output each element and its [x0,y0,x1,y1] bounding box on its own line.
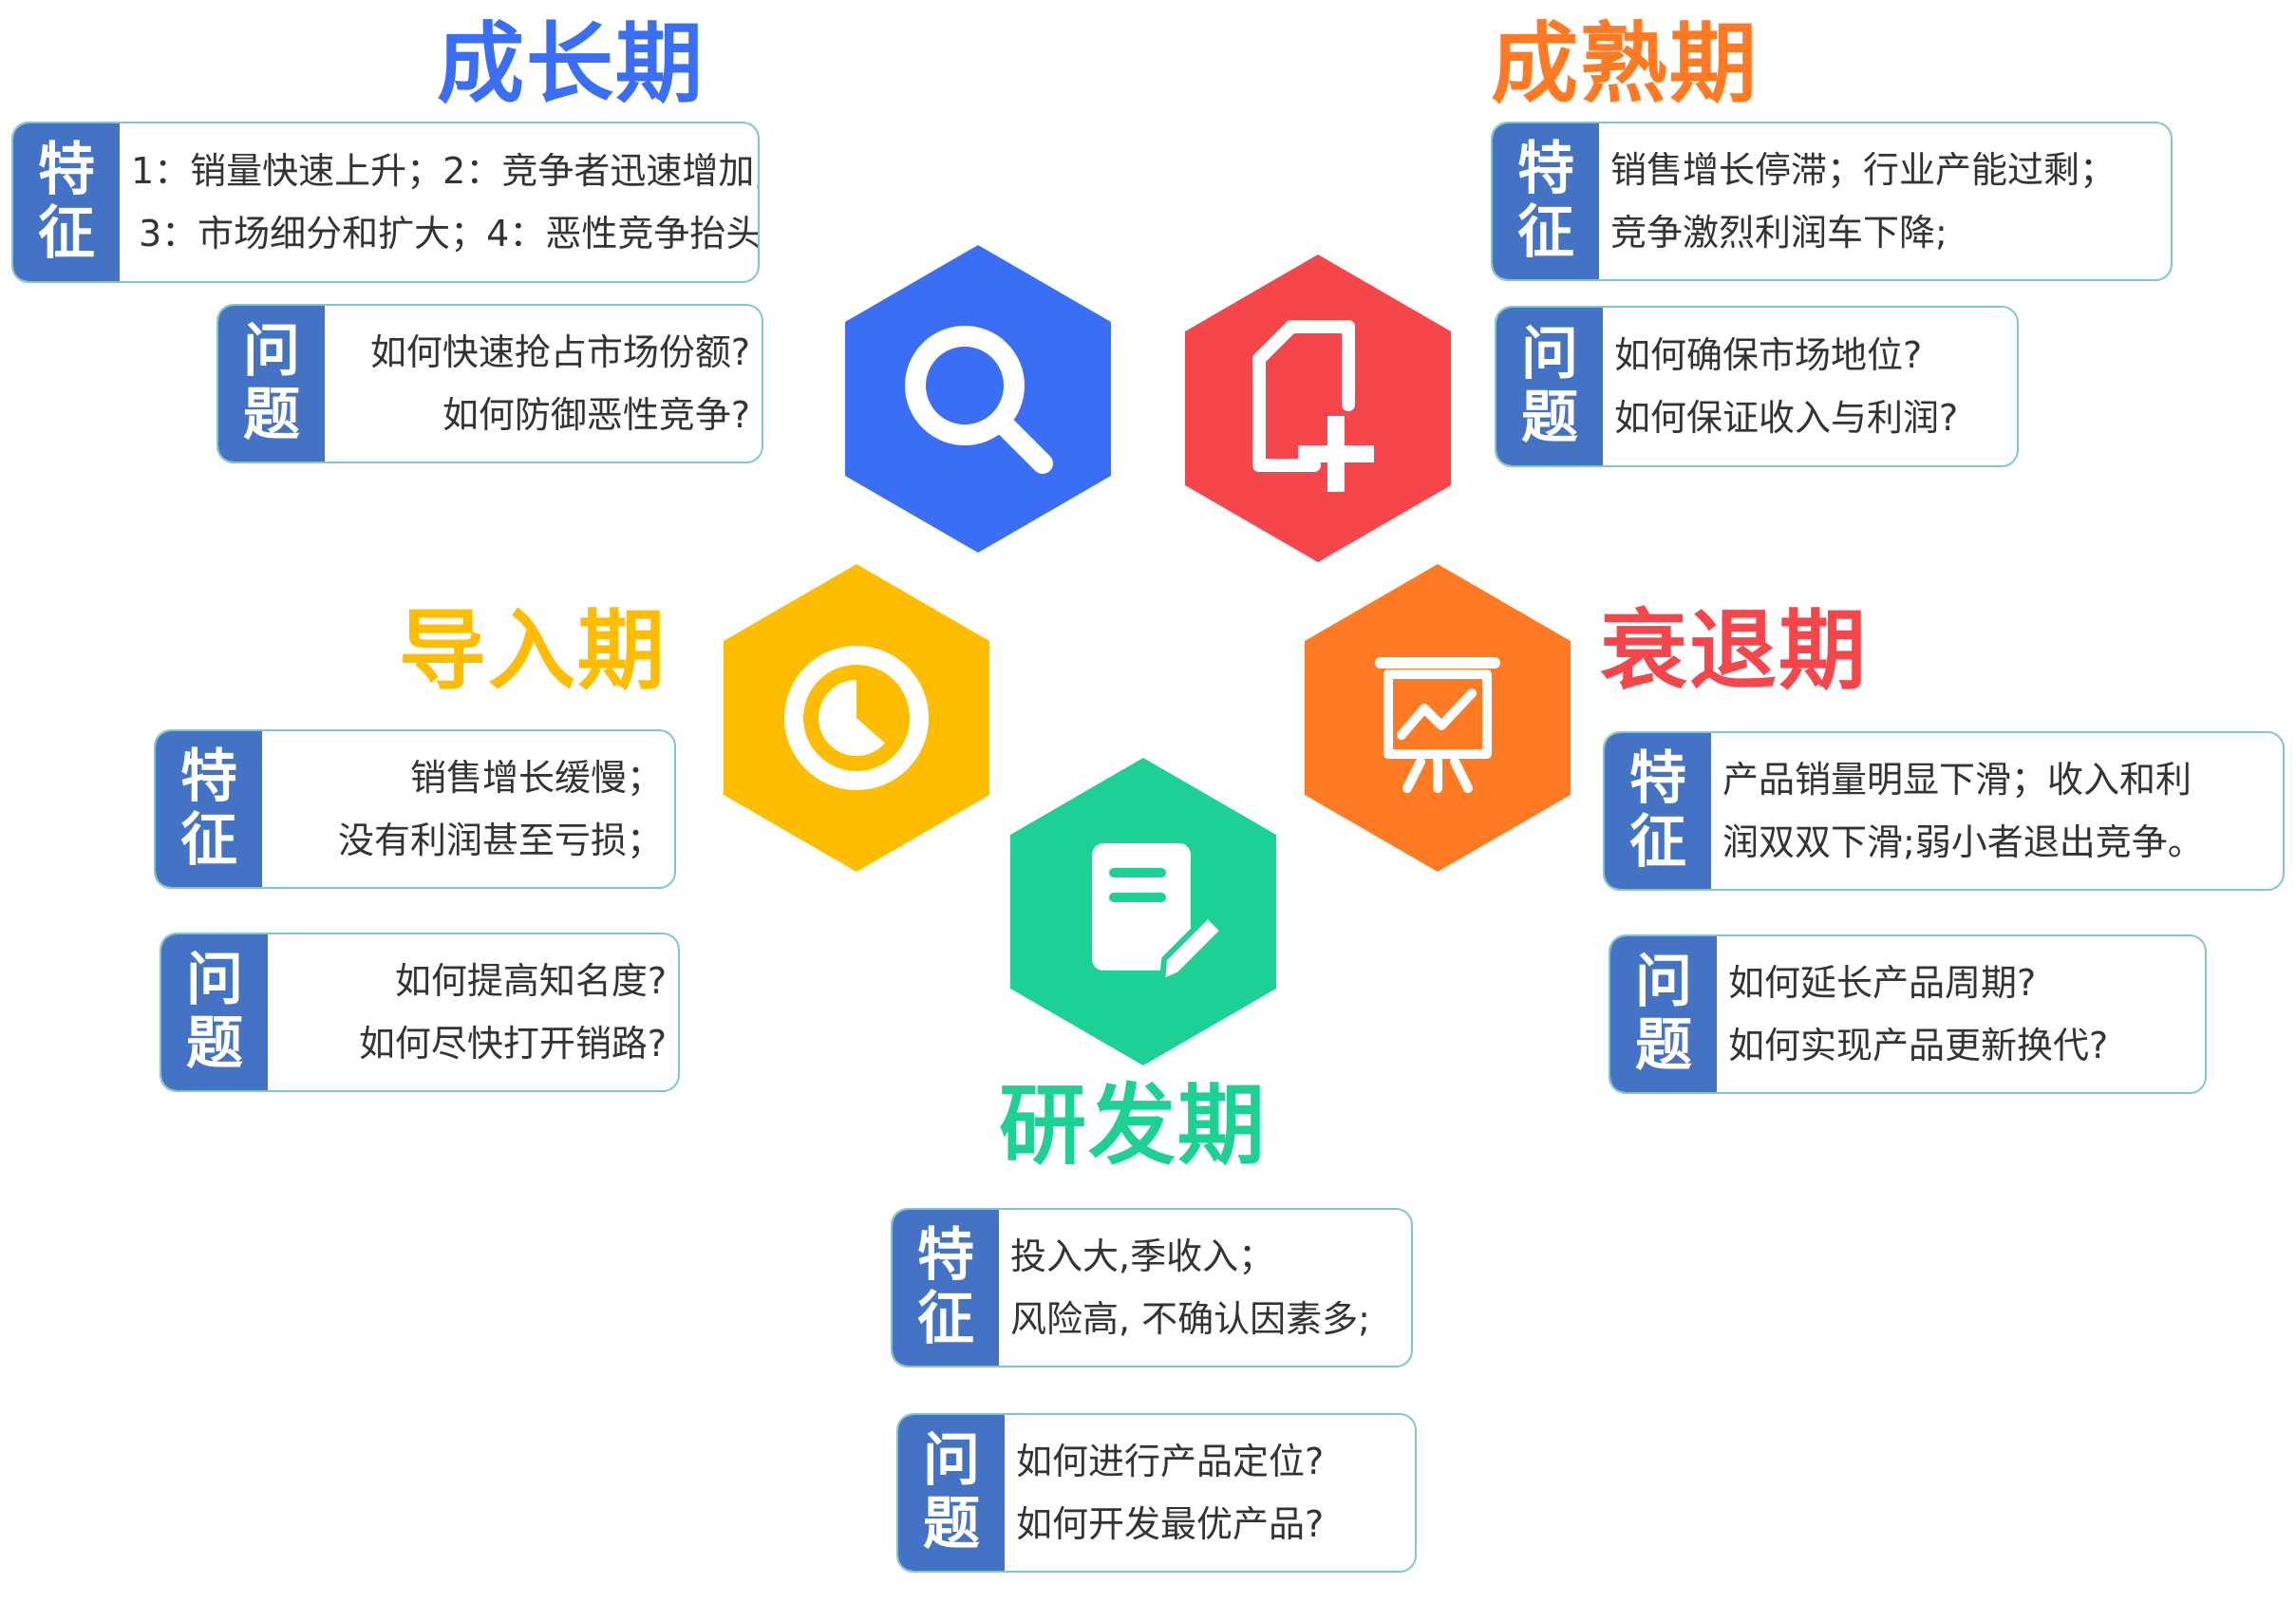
growth-feature-box: 特 征 1：销量快速上升；2：竞争者迅速增加; 3：市场细分和扩大；4：恶性竞争… [11,122,760,283]
decline-question-line-1: 如何延长产品周期? [1728,961,2037,1004]
growth-question-box: 问 题 如何快速抢占市场份额? 如何防御恶性竞争? [216,304,763,463]
question-tag: 问 题 [898,1415,1005,1571]
mature-question-line-1: 如何确保市场地位? [1614,333,1923,376]
search-icon [905,326,1053,474]
feature-tag: 特 征 [1605,733,1711,889]
mature-feature-line-2: 竞争激烈利润车下降; [1610,212,1948,254]
question-tag: 问 题 [161,934,268,1090]
question-tag: 问 题 [1610,936,1717,1092]
mature-question-line-2: 如何保证收入与利润? [1614,397,1959,439]
rnd-hexagon [1010,758,1276,1066]
decline-feature-box: 特 征 产品销量明显下滑；收入和利 润双双下滑;弱小者退出竞争。 [1603,731,2285,891]
growth-question-line-1: 如何快速抢占市场份额? [369,330,750,373]
growth-feature-line-1: 1：销量快速上升；2：竞争者迅速增加; [131,149,760,192]
rnd-question-line-2: 如何开发最优产品? [1016,1503,1325,1545]
decline-question-box: 问 题 如何延长产品周期? 如何实现产品更新换代? [1609,934,2207,1094]
decline-title: 衰退期 [1600,600,1869,702]
feature-tag: 特 征 [13,123,120,281]
intro-feature-line-2: 没有利润甚至亏损； [337,820,663,861]
feature-tag: 特 征 [156,731,262,887]
decline-feature-line-2: 润双双下滑;弱小者退出竞争。 [1722,821,2204,863]
growth-feature-line-2: 3：市场细分和扩大；4：恶性竞争抬头 [139,213,760,255]
intro-question-line-2: 如何尽快打开销路? [358,1023,667,1065]
rnd-question-line-1: 如何进行产品定位? [1016,1440,1325,1482]
decline-feature-line-1: 产品销量明显下滑；收入和利 [1722,758,2192,801]
mature-feature-box: 特 征 销售增长停滞；行业产能过剩； 竞争激烈利润车下降; [1491,122,2173,281]
intro-question-box: 问 题 如何提高知名度? 如何尽快打开销路? [160,933,680,1092]
presentation-chart-icon [1375,657,1500,793]
rnd-feature-line-2: 风险高, 不确认因素多; [1010,1298,1370,1340]
decline-hexagon [1305,564,1571,872]
mature-question-box: 问 题 如何确保市场地位? 如何保证收入与利润? [1495,306,2019,467]
mature-feature-line-1: 销售增长停滞；行业产能过剩； [1610,148,2117,191]
decline-question-line-2: 如何实现产品更新换代? [1728,1025,2109,1066]
mature-hexagon [1185,255,1451,562]
question-tag: 问 题 [1496,308,1603,465]
mature-title: 成熟期 [1491,13,1760,115]
intro-feature-box: 特 征 销售增长缓慢； 没有利润甚至亏损； [154,729,676,889]
growth-hexagon [845,245,1111,553]
growth-question-line-2: 如何防御恶性竞争? [442,394,750,436]
file-add-icon [1252,320,1374,492]
intro-question-line-1: 如何提高知名度? [394,959,667,1002]
rnd-title: 研发期 [999,1075,1268,1177]
rnd-question-box: 问 题 如何进行产品定位? 如何开发最优产品? [896,1413,1417,1573]
rnd-feature-box: 特 征 投入大,季收入； 风险高, 不确认因素多; [891,1208,1413,1367]
feature-tag: 特 征 [893,1210,999,1366]
intro-feature-line-1: 销售增长缓慢； [409,756,663,799]
growth-title: 成长期 [437,13,706,115]
pie-chart-icon [784,646,929,790]
intro-hexagon [724,564,989,872]
question-tag: 问 题 [218,306,325,462]
rnd-feature-line-1: 投入大,季收入； [1010,1235,1275,1277]
intro-title: 导入期 [399,600,668,702]
note-edit-icon [1092,843,1226,985]
feature-tag: 特 征 [1493,123,1599,279]
